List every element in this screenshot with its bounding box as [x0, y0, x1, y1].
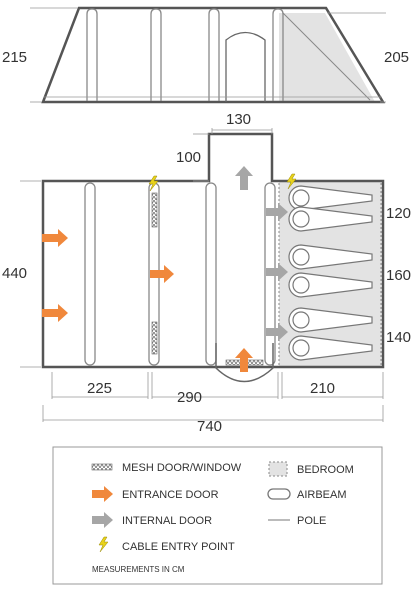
bedroom-pod	[288, 244, 373, 270]
lightning-icon	[148, 175, 159, 192]
legend-internal-label: INTERNAL DOOR	[122, 515, 212, 527]
bedroom-pod-head	[292, 311, 310, 329]
airbeam	[84, 182, 96, 366]
width-center-label: 290	[177, 389, 202, 406]
legend-item-mesh: MESH DOOR/WINDOW	[91, 462, 242, 474]
bedroom-pod	[288, 307, 373, 333]
bedroom-pod-head	[292, 189, 310, 207]
bedroom-pod	[288, 335, 373, 361]
cable-entry-points	[148, 173, 297, 192]
bedroom-3-label: 140	[386, 329, 411, 346]
porch-bay	[215, 343, 274, 383]
legend-mesh-label: MESH DOOR/WINDOW	[122, 462, 242, 474]
width-bedroom-label: 210	[310, 380, 335, 397]
side-view-dimension-lines	[30, 7, 386, 103]
legend-item-entrance: ENTRANCE DOOR	[92, 486, 219, 502]
legend-item-pole: POLE	[268, 515, 326, 527]
airbeam-icon	[267, 488, 291, 500]
lightning-icon	[286, 173, 297, 190]
side-view: 215 205	[2, 6, 409, 104]
internal-arrow	[266, 323, 288, 341]
entrance-arrows	[42, 229, 253, 372]
floor-plan: 130 100 440 120 160 140 225 290 210 740	[2, 111, 411, 435]
floor-plan-outline	[41, 132, 385, 369]
internal-arrow-icon	[92, 512, 113, 528]
mesh-panels	[151, 192, 264, 366]
lightning-icon	[98, 536, 109, 553]
depth-total-label: 440	[2, 265, 27, 282]
floor-airbeams	[84, 182, 276, 366]
legend-item-internal: INTERNAL DOOR	[92, 512, 212, 528]
porch-width-label: 130	[226, 111, 251, 128]
internal-arrow	[266, 263, 288, 281]
floor-dimension-lines	[20, 128, 384, 422]
bedroom-2-label: 160	[386, 267, 411, 284]
legend-pole-label: POLE	[297, 515, 326, 527]
entrance-arrow	[150, 265, 174, 283]
legend-entrance-label: ENTRANCE DOOR	[122, 489, 219, 501]
width-total-label: 740	[197, 418, 222, 435]
side-view-height-right: 205	[384, 49, 409, 66]
entrance-arrow-icon	[92, 486, 113, 502]
bedroom-pod	[288, 272, 373, 298]
bedroom-pod-head	[292, 339, 310, 357]
entrance-arrow	[42, 304, 68, 322]
airbeam	[205, 182, 217, 366]
legend-item-bedroom: BEDROOM	[268, 461, 354, 477]
legend-bedroom-label: BEDROOM	[297, 464, 354, 476]
width-front-left-label: 225	[87, 380, 112, 397]
legend-airbeam-label: AIRBEAM	[297, 489, 347, 501]
bedroom-1-label: 120	[386, 205, 411, 222]
side-view-airbeams	[86, 8, 284, 101]
legend-item-cable: CABLE ENTRY POINT	[98, 536, 235, 553]
entrance-arrow	[42, 229, 68, 247]
porch-depth-label: 100	[176, 149, 201, 166]
bedroom-pod-head	[292, 276, 310, 294]
mesh-panel	[151, 192, 158, 228]
side-view-pole	[282, 12, 371, 101]
internal-arrows	[235, 166, 288, 341]
entrance-arrow	[235, 348, 253, 372]
mesh-icon	[91, 463, 113, 471]
legend-cable-label: CABLE ENTRY POINT	[122, 541, 235, 553]
side-view-porch-arch	[225, 31, 266, 102]
bedroom-pod-head	[292, 210, 310, 228]
internal-arrow	[266, 203, 288, 221]
legend-item-airbeam: AIRBEAM	[267, 488, 347, 501]
mesh-panel	[151, 321, 158, 355]
bedroom-pod	[288, 206, 373, 232]
legend: MESH DOOR/WINDOW ENTRANCE DOOR INTERNAL …	[52, 446, 383, 585]
units-note: MEASUREMENTS IN CM	[92, 565, 185, 574]
bedroom-icon	[268, 461, 288, 477]
legend-box	[52, 446, 383, 585]
bedroom-pod-head	[292, 248, 310, 266]
side-view-height-left: 215	[2, 49, 27, 66]
internal-arrow	[235, 166, 253, 190]
bedroom-pods	[288, 185, 373, 361]
